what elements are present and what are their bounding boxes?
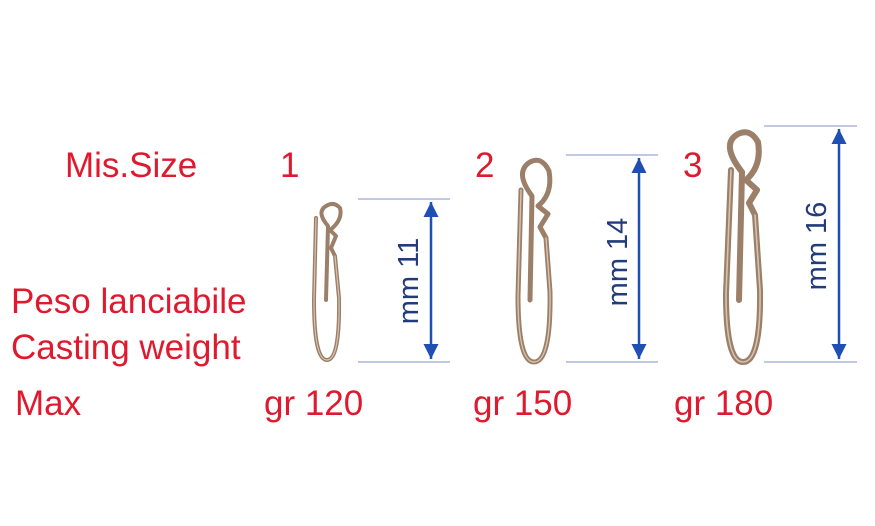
length-label-2: mm 14 <box>602 218 634 307</box>
size-number-1: 1 <box>280 146 300 185</box>
length-label-1: mm 11 <box>393 238 425 324</box>
size-number-3: 3 <box>683 146 703 185</box>
clip-size-1 <box>312 201 343 362</box>
dimension-size-1: mm 11 <box>358 198 450 363</box>
weight-label-italian: Peso lanciabile <box>11 282 247 321</box>
dimension-size-3: mm 16 <box>764 125 857 363</box>
max-label: Max <box>15 384 82 423</box>
weight-label-english: Casting weight <box>11 328 241 367</box>
size-header-label: Mis.Size <box>65 146 198 185</box>
dimension-size-2: mm 14 <box>566 154 658 363</box>
weight-value-3: gr 180 <box>674 384 774 423</box>
clip-size-2 <box>515 157 553 365</box>
length-label-3: mm 16 <box>801 202 833 291</box>
size-number-2: 2 <box>475 146 495 185</box>
weight-value-2: gr 150 <box>473 384 573 423</box>
clip-size-3 <box>723 129 764 365</box>
weight-value-1: gr 120 <box>264 384 364 423</box>
